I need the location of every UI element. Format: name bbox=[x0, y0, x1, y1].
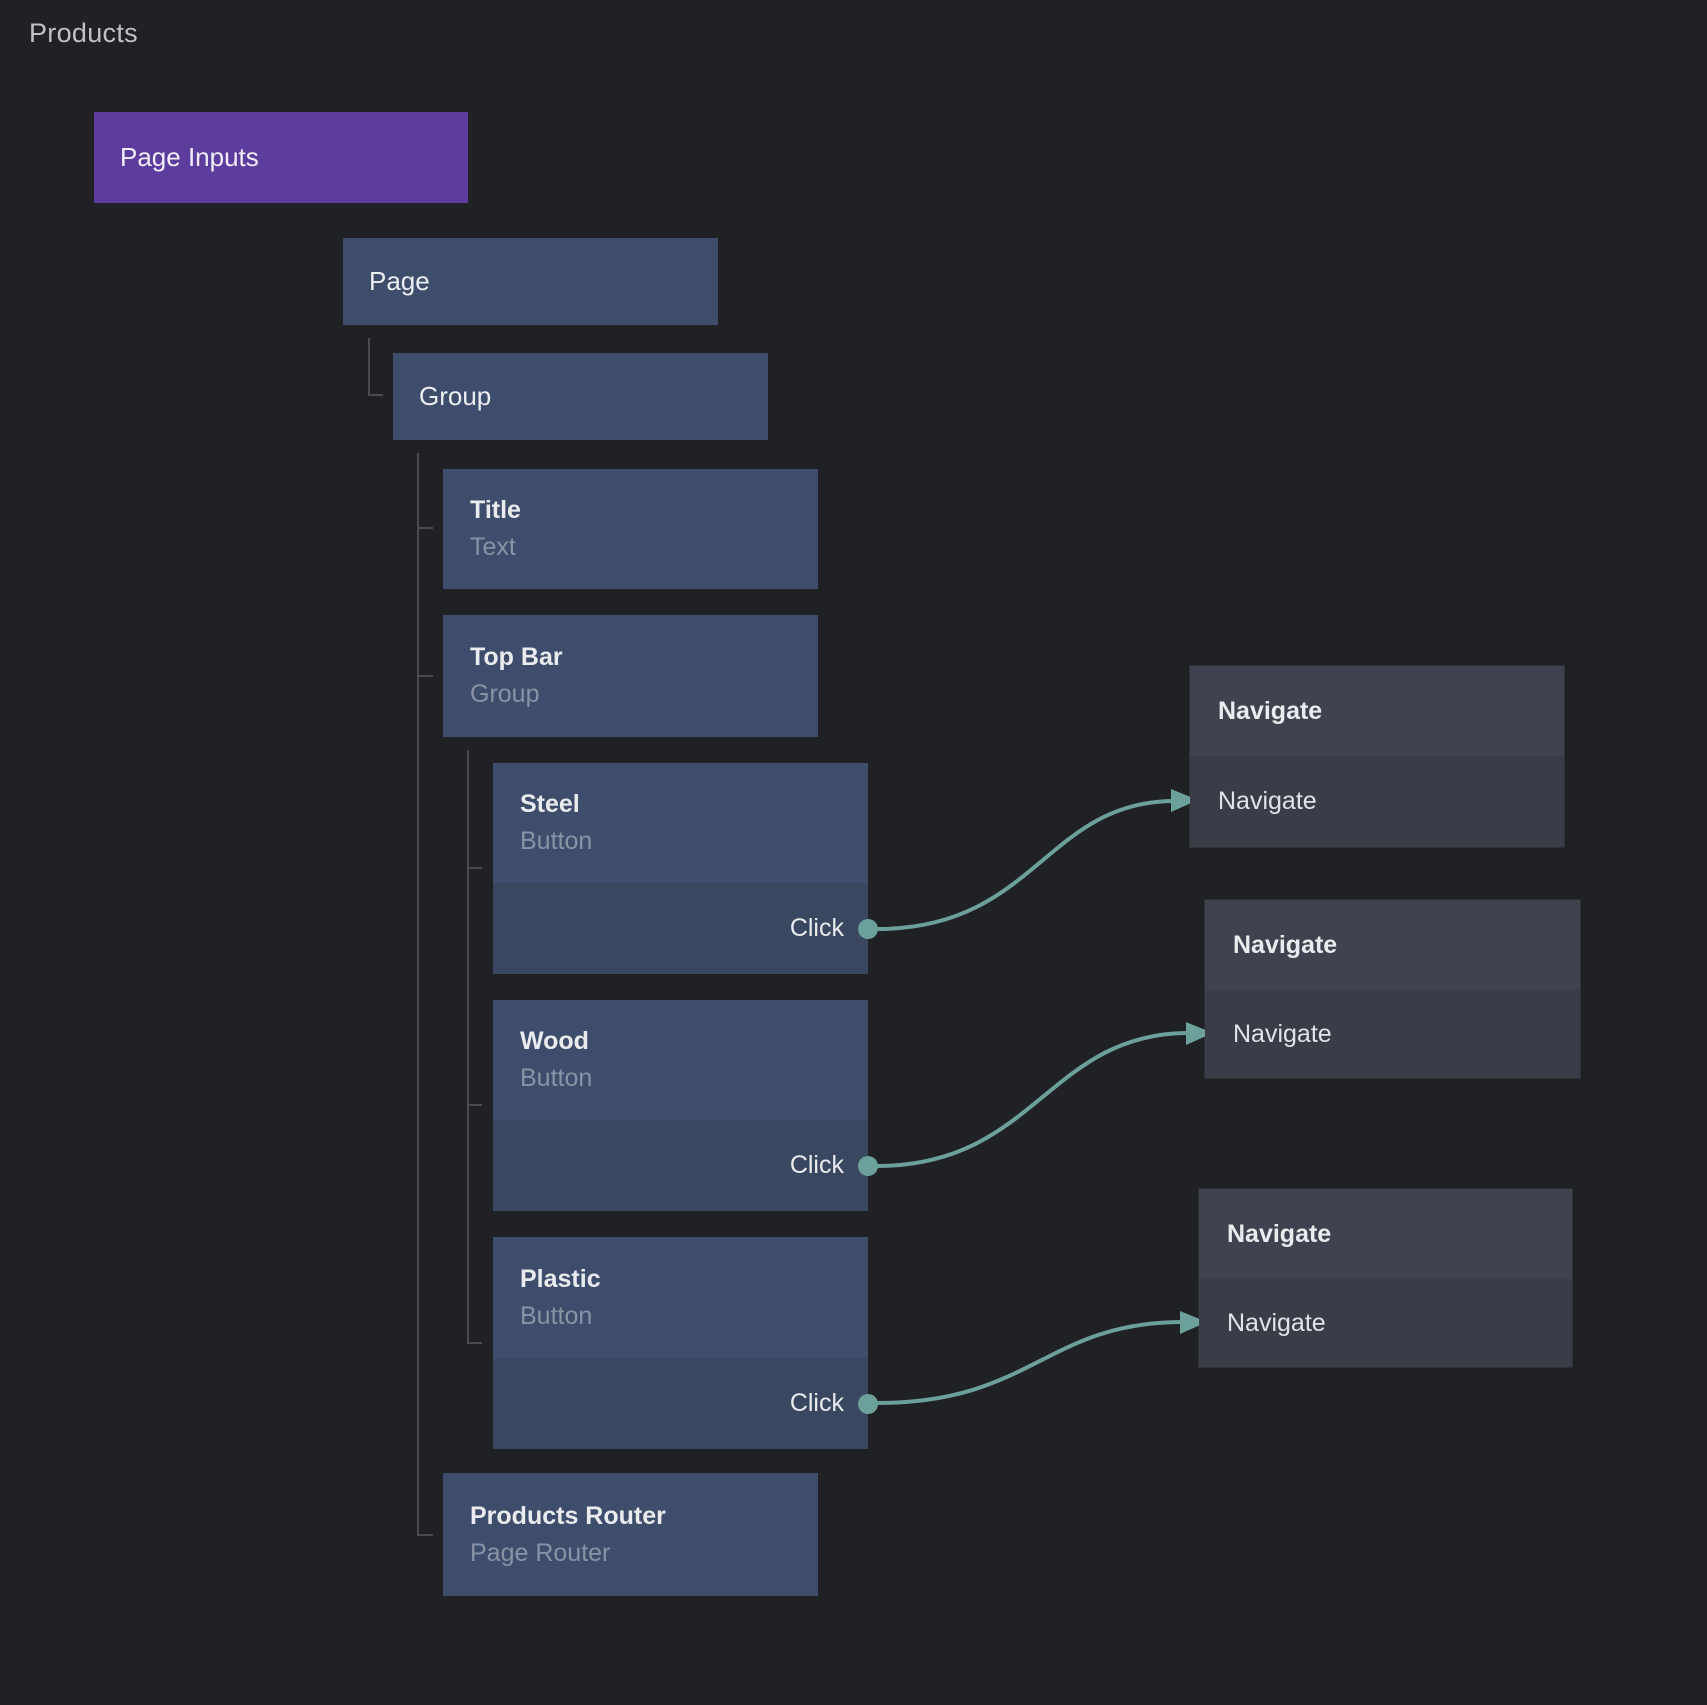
node-title-label: Wood bbox=[520, 1027, 589, 1055]
click-output-port[interactable] bbox=[858, 918, 878, 939]
node-wood[interactable]: Wood Button Click bbox=[493, 1000, 878, 1211]
page-title: Products bbox=[29, 18, 138, 48]
tree-connector-line bbox=[467, 750, 469, 1344]
action-body: Navigate bbox=[1190, 756, 1564, 847]
action-header: Navigate bbox=[1190, 666, 1564, 756]
action-body: Navigate bbox=[1205, 990, 1580, 1078]
node-group[interactable]: Group bbox=[393, 353, 768, 440]
node-type-label: Button bbox=[520, 1064, 593, 1092]
event-label: Click bbox=[789, 1151, 844, 1179]
node-label: Group bbox=[419, 381, 492, 411]
node-title-label: Top Bar bbox=[470, 643, 563, 671]
node-type-label: Button bbox=[520, 827, 593, 855]
node-steel[interactable]: Steel Button Click bbox=[493, 763, 878, 974]
connection-edge-wood-to-navigate[interactable] bbox=[875, 1022, 1213, 1168]
node-label: Page bbox=[369, 266, 430, 296]
node-type-label: Text bbox=[470, 533, 516, 561]
tree-connector-line bbox=[417, 675, 433, 677]
node-plastic[interactable]: Plastic Button Click bbox=[493, 1237, 878, 1449]
click-event-row: Click bbox=[493, 1358, 878, 1449]
click-output-port[interactable] bbox=[858, 1393, 878, 1414]
node-title[interactable]: Title Text bbox=[443, 469, 818, 589]
tree-connector-line bbox=[368, 394, 383, 396]
event-label: Click bbox=[789, 914, 844, 942]
node-title-label: Title bbox=[470, 496, 521, 524]
click-event-row: Click bbox=[493, 883, 878, 974]
node-page[interactable]: Page bbox=[343, 238, 718, 325]
node-type-label: Page Router bbox=[470, 1538, 611, 1567]
click-output-port[interactable] bbox=[858, 1155, 878, 1176]
connection-edge-plastic-to-navigate[interactable] bbox=[875, 1311, 1207, 1405]
node-page-inputs[interactable]: Page Inputs bbox=[94, 112, 468, 203]
action-header: Navigate bbox=[1205, 900, 1580, 990]
tree-connector-line bbox=[467, 1342, 482, 1344]
tree-connector-line bbox=[417, 1534, 433, 1536]
click-event-row: Click bbox=[493, 1120, 878, 1211]
tree-connector-line bbox=[467, 1104, 482, 1106]
node-title-label: Steel bbox=[520, 790, 580, 818]
node-title-label: Plastic bbox=[520, 1264, 601, 1293]
event-label: Click bbox=[789, 1389, 844, 1417]
action-node-navigate-1[interactable]: Navigate Navigate bbox=[1189, 665, 1565, 848]
node-label: Page Inputs bbox=[120, 142, 259, 172]
action-node-navigate-3[interactable]: Navigate Navigate bbox=[1198, 1188, 1573, 1368]
action-header: Navigate bbox=[1199, 1189, 1572, 1279]
node-type-label: Button bbox=[520, 1301, 593, 1330]
tree-connector-line bbox=[417, 453, 419, 1536]
node-type-label: Group bbox=[470, 680, 540, 708]
tree-connector-line bbox=[368, 338, 370, 396]
tree-connector-line bbox=[417, 527, 433, 529]
tree-connector-line bbox=[467, 867, 482, 869]
action-node-navigate-2[interactable]: Navigate Navigate bbox=[1204, 899, 1581, 1079]
connection-edge-steel-to-navigate[interactable] bbox=[875, 789, 1198, 931]
node-top-bar[interactable]: Top Bar Group bbox=[443, 615, 818, 737]
action-body: Navigate bbox=[1199, 1279, 1572, 1367]
node-title-label: Products Router bbox=[470, 1501, 666, 1530]
node-products-router[interactable]: Products Router Page Router bbox=[443, 1473, 818, 1596]
